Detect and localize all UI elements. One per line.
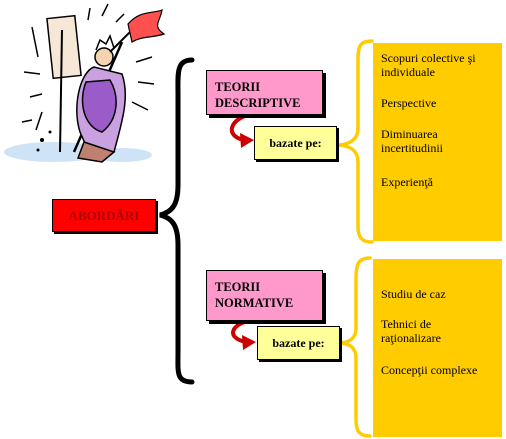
upper-curly-brace <box>338 39 374 244</box>
main-label: ABORDĂRI <box>68 207 140 223</box>
list-item: Tehnici de raţionalizare <box>381 317 441 345</box>
theory-label: TEORII NORMATIVE <box>215 280 294 310</box>
theory-label: TEORII DESCRIPTIVE <box>215 80 301 110</box>
lower-curly-brace <box>340 256 372 438</box>
list-item: Experienţă <box>381 175 433 189</box>
normative-theories-box: TEORII NORMATIVE <box>206 270 323 321</box>
main-approaches-box: ABORDĂRI <box>52 199 156 232</box>
list-item: Studiu de caz <box>381 287 446 301</box>
descriptive-theories-box: TEORII DESCRIPTIVE <box>206 70 323 115</box>
based-on-label: bazate pe: <box>272 335 325 350</box>
based-on-box: bazate pe: <box>254 126 337 160</box>
main-curly-brace <box>159 57 195 385</box>
list-item: Diminuarea incertitudinii <box>381 127 443 155</box>
victory-figure-clipart-icon <box>4 3 166 163</box>
based-on-label: bazate pe: <box>269 135 322 150</box>
normative-list-box: Studiu de caz Tehnici de raţionalizare C… <box>373 259 502 437</box>
list-item: Concepţii complexe <box>381 363 478 377</box>
list-item: Scopuri colective şi individuale <box>381 51 476 79</box>
based-on-box: bazate pe: <box>257 326 340 360</box>
list-item: Perspective <box>381 96 437 110</box>
descriptive-list-box: Scopuri colective şi individuale Perspec… <box>373 43 502 241</box>
curved-arrow-icon <box>229 112 254 148</box>
curved-arrow-icon <box>231 318 256 350</box>
